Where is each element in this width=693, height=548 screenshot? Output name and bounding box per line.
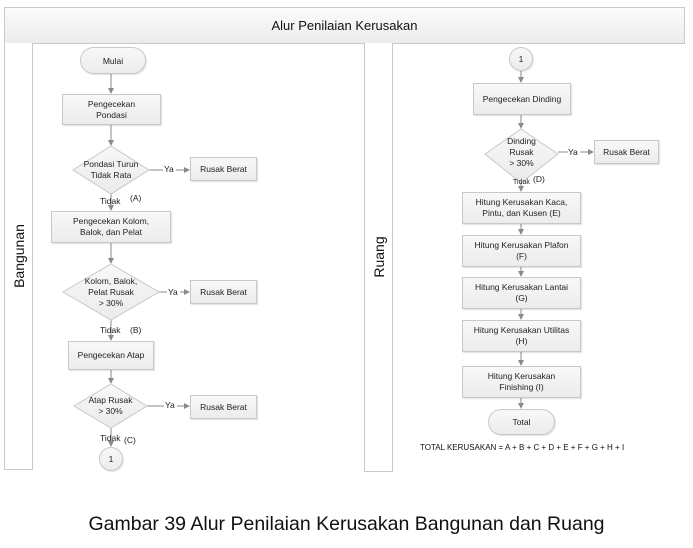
- connector-label: 1: [518, 54, 524, 64]
- process-label-line: Pondasi: [96, 109, 127, 120]
- decision-atap: Atap Rusak > 30%: [74, 395, 147, 417]
- yes-label: Ya: [164, 164, 174, 174]
- process-hitung-plafon: Hitung Kerusakan Plafon (F): [462, 235, 581, 267]
- decision-dinding-shape: [484, 128, 559, 184]
- process-label-line: Hitung Kerusakan Utilitas: [473, 325, 570, 335]
- lane-bangunan-header: Bangunan: [4, 43, 33, 470]
- process-label-line: (F): [516, 251, 527, 261]
- result-label: Rusak Berat: [200, 286, 247, 297]
- process-label-line: Hitung Kerusakan Kaca,: [475, 197, 568, 207]
- process-label-line: Hitung Kerusakan: [487, 371, 556, 381]
- decision-label-line: Atap Rusak: [88, 395, 133, 405]
- process-hitung-lantai: Hitung Kerusakan Lantai (G): [462, 277, 581, 309]
- process-label-line: Balok, dan Pelat: [80, 227, 142, 237]
- decision-label-line: Rusak: [509, 147, 534, 157]
- process-hitung-kaca-pintu-kusen: Hitung Kerusakan Kaca, Pintu, dan Kusen …: [462, 192, 581, 224]
- yes-label: Ya: [168, 287, 178, 297]
- diagram-title: Alur Penilaian Kerusakan: [271, 18, 418, 33]
- end-label: Total: [512, 417, 531, 427]
- yes-label: Ya: [568, 147, 578, 157]
- lane-ruang-header: Ruang: [364, 43, 393, 472]
- tag-c: (C): [124, 435, 136, 445]
- offpage-connector-1-in: 1: [509, 47, 533, 71]
- result-rusak-berat-2: Rusak Berat: [190, 280, 257, 304]
- decision-pondasi: Pondasi Turun Tidak Rata: [73, 158, 149, 182]
- process-pengecekan-kolom: Pengecekan Kolom, Balok, dan Pelat: [51, 211, 171, 243]
- process-label-line: Hitung Kerusakan Lantai: [474, 282, 569, 292]
- result-rusak-berat-3: Rusak Berat: [190, 395, 257, 419]
- no-label: Tidak: [513, 179, 530, 186]
- process-label-line: (H): [515, 336, 528, 346]
- decision-dinding: Dinding Rusak > 30%: [485, 136, 558, 169]
- start-label: Mulai: [102, 55, 124, 66]
- decision-label-line: Pelat Rusak: [88, 287, 134, 297]
- decision-atap-shape: [73, 383, 148, 429]
- process-label: Pengecekan Atap: [77, 350, 145, 360]
- decision-label-line: Pondasi Turun: [83, 159, 139, 169]
- decision-label-line: Dinding: [507, 136, 536, 146]
- process-hitung-utilitas: Hitung Kerusakan Utilitas (H): [462, 320, 581, 352]
- process-pengecekan-pondasi: Pengecekan Pondasi: [62, 94, 161, 125]
- process-pengecekan-dinding: Pengecekan Dinding: [473, 83, 571, 115]
- decision-kolom-shape: [62, 263, 160, 321]
- result-label: Rusak Berat: [200, 163, 247, 174]
- yes-label: Ya: [165, 400, 175, 410]
- tag-b: (B): [130, 325, 142, 335]
- result-rusak-berat-4: Rusak Berat: [594, 140, 659, 164]
- process-label-line: Pengecekan: [87, 98, 136, 109]
- no-label: Tidak: [100, 433, 121, 443]
- decision-label-line: Kolom, Balok,: [84, 276, 138, 286]
- figure-caption: Gambar 39 Alur Penilaian Kerusakan Bangu…: [88, 513, 605, 535]
- diagram-title-bar: Alur Penilaian Kerusakan: [4, 7, 685, 44]
- total-formula: TOTAL KERUSAKAN = A + B + C + D + E + F …: [420, 443, 625, 452]
- process-label-line: Pintu, dan Kusen (E): [482, 208, 561, 218]
- start-terminator: Mulai: [80, 47, 146, 74]
- process-hitung-finishing: Hitung Kerusakan Finishing (I): [462, 366, 581, 398]
- result-rusak-berat-1: Rusak Berat: [190, 157, 257, 181]
- connector-label: 1: [108, 454, 114, 464]
- no-label: Tidak: [100, 325, 121, 335]
- tag-a: (A): [130, 193, 142, 203]
- decision-label-line: > 30%: [509, 158, 534, 168]
- decision-label-line: > 30%: [98, 298, 124, 308]
- process-label-line: Hitung Kerusakan Plafon: [474, 240, 569, 250]
- process-label-line: (G): [515, 293, 528, 303]
- result-label: Rusak Berat: [200, 401, 247, 412]
- offpage-connector-1-out: 1: [99, 447, 123, 471]
- no-label: Tidak: [100, 196, 121, 206]
- end-terminator: Total: [488, 409, 555, 435]
- process-pengecekan-atap: Pengecekan Atap: [68, 341, 154, 370]
- result-label: Rusak Berat: [603, 146, 650, 157]
- decision-pondasi-shape: [72, 145, 150, 195]
- process-label-line: Finishing (I): [499, 382, 544, 392]
- decision-kolom: Kolom, Balok, Pelat Rusak > 30%: [63, 276, 159, 309]
- process-label: Pengecekan Dinding: [482, 93, 562, 104]
- decision-label-line: > 30%: [98, 406, 123, 416]
- process-label-line: Pengecekan Kolom,: [72, 216, 150, 226]
- decision-label-line: Tidak Rata: [90, 170, 132, 180]
- tag-d: (D): [533, 174, 545, 184]
